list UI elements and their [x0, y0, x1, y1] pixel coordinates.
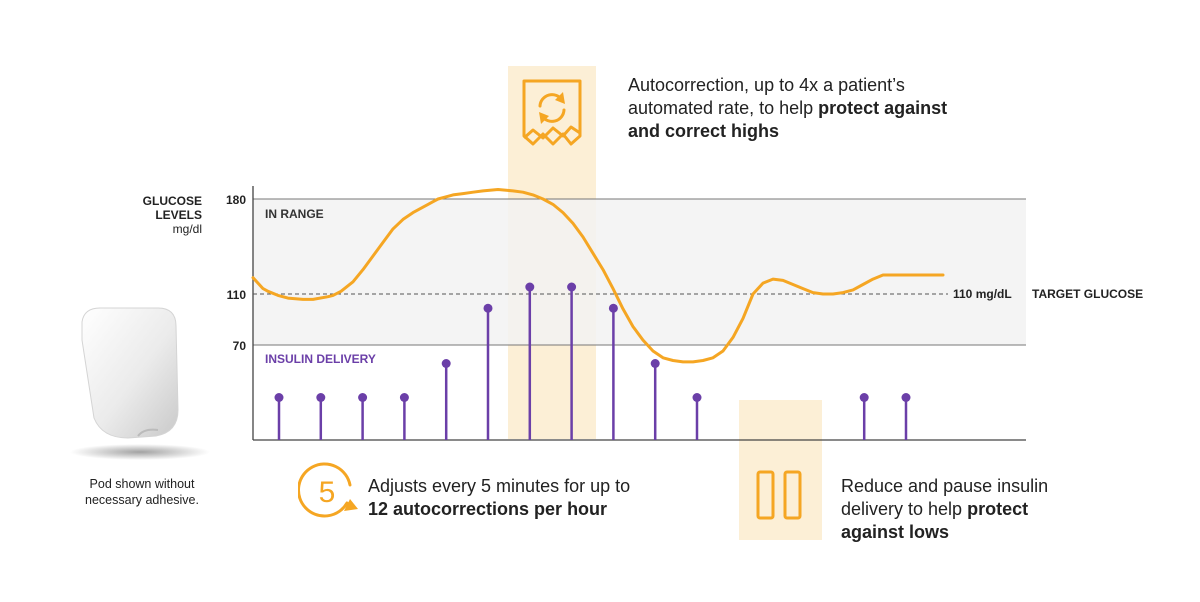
insulin-dose-point [608, 303, 618, 313]
insulin-dose-point [483, 303, 493, 313]
insulin-delivery-stems [274, 282, 911, 440]
refresh-receipt-icon [522, 79, 582, 146]
pod-caption-line1: Pod shown without [89, 477, 195, 491]
y-axis-title: GLUCOSE LEVELS mg/dl [120, 194, 202, 236]
insulin-dose-point [441, 359, 451, 368]
insulin-dose-point [901, 393, 911, 402]
insulin-delivery-label: INSULIN DELIVERY [265, 352, 376, 366]
insulin-dose-point [399, 393, 409, 402]
insulin-dose-point [274, 393, 284, 402]
in-range-band [253, 199, 1026, 345]
reduce-text: Reduce and pause insulin delivery to hel… [841, 476, 1049, 519]
cycle-five-icon: 5 [298, 462, 358, 518]
reduce-callout: Reduce and pause insulin delivery to hel… [841, 475, 1051, 544]
adjusts-text: Adjusts every 5 minutes for up to [368, 476, 631, 496]
insulin-dose-point [525, 282, 535, 292]
pod-caption-line2: necessary adhesive. [85, 493, 199, 507]
autocorrection-text: Autocorrection, up to 4x a patient’s aut… [628, 75, 905, 118]
target-glucose-label: TARGET GLUCOSE [1032, 287, 1143, 301]
y-axis-title-line2: LEVELS [155, 208, 202, 222]
autocorrection-callout: Autocorrection, up to 4x a patient’s aut… [628, 74, 978, 143]
adjusts-callout: Adjusts every 5 minutes for up to 12 aut… [368, 475, 688, 521]
insulin-dose-point [650, 359, 660, 368]
reduce-highlight-column [739, 400, 822, 540]
autocorrection-bold-text: protect against and correct highs [628, 98, 948, 141]
y-axis-title-line1: GLUCOSE [142, 194, 202, 208]
insulin-dose-point [358, 393, 368, 402]
reduce-bold-text: protect against lows [841, 499, 1029, 542]
insulin-dose-point [859, 393, 869, 402]
adjusts-bold-text: 12 autocorrections per hour [368, 499, 608, 519]
target-value-label: 110 mg/dL [953, 287, 1012, 301]
pause-icon [756, 470, 802, 520]
y-axis-unit: mg/dl [172, 222, 202, 236]
insulin-dose-point [567, 282, 577, 292]
in-range-label: IN RANGE [265, 207, 324, 221]
pod-caption: Pod shown without necessary adhesive. [62, 476, 222, 508]
cycle-five-number: 5 [319, 476, 336, 509]
y-tick-70: 70 [233, 339, 247, 353]
pod-image [70, 307, 210, 460]
insulin-dose-point [692, 393, 702, 402]
y-tick-110: 110 [227, 288, 247, 302]
glucose-line [251, 188, 945, 364]
y-tick-180: 180 [226, 193, 246, 207]
insulin-dose-point [316, 393, 326, 402]
